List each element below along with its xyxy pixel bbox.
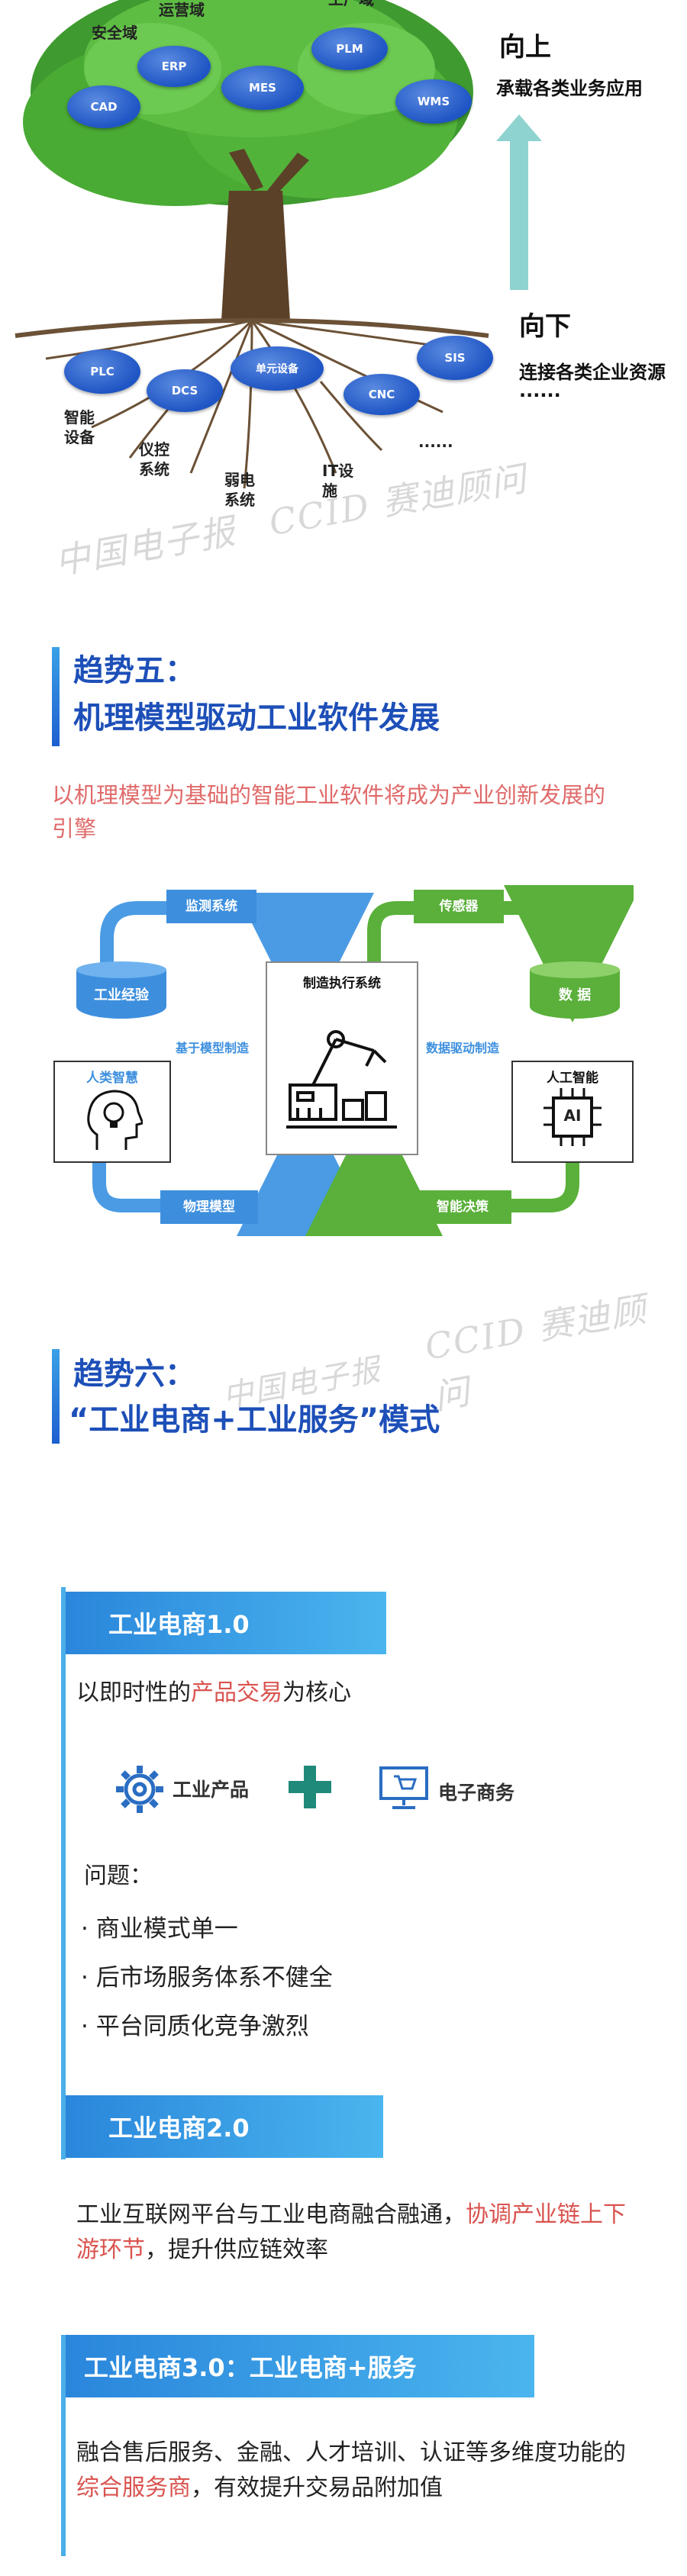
trend6-label: 趋势六：	[73, 1357, 195, 1392]
root-label-low-voltage: 弱电系统	[224, 471, 255, 509]
data-driven-label: 数据驱动制造	[426, 1041, 500, 1055]
node-cad: CAD	[67, 85, 140, 128]
plus-icon	[289, 1766, 331, 1808]
human-wisdom-label: 人类智慧	[86, 1071, 138, 1086]
node-dcs: DCS	[147, 369, 223, 412]
node-sis: SIS	[417, 336, 493, 380]
ec1-desc: 以即时性的产品交易为核心	[76, 1679, 351, 1706]
ec3-tag: 工业电商3.0：工业电商+服务	[66, 2335, 534, 2397]
ai-box: 人工智能 AI	[511, 1061, 634, 1163]
ec-vertical-rule-2	[61, 2335, 66, 2556]
down-more: ......	[519, 380, 561, 401]
down-desc: 连接各类企业资源	[519, 362, 666, 383]
problem-item: · 后市场服务体系不健全	[81, 1964, 333, 1992]
trend5-subtitle: 以机理模型为基础的智能工业软件将成为产业创新发展的引擎	[52, 782, 606, 842]
smart-decision-label: 智能决策	[414, 1190, 511, 1224]
model-based-label: 基于模型制造	[176, 1041, 250, 1055]
root-label-more: ......	[418, 433, 453, 451]
ec3-desc: 融合售后服务、金融、人才培训、认证等多维度功能的综合服务商，有效提升交易品附加值	[76, 2439, 626, 2501]
ec-vertical-rule	[61, 1587, 66, 2159]
root-label-instrument-control: 仪控系统	[139, 440, 169, 478]
gear-icon	[116, 1766, 163, 1813]
trend5-accent-bar	[52, 647, 60, 746]
ai-chip-icon	[543, 1088, 602, 1146]
ecommerce-monitor-icon	[379, 1766, 428, 1809]
up-desc: 承载各类业务应用	[496, 78, 643, 99]
ec1-tag: 工业电商1.0	[66, 1592, 386, 1654]
node-plm: PLM	[311, 27, 388, 70]
problems-title: 问题：	[84, 1863, 153, 1889]
node-unit-device: 单元设备	[231, 346, 324, 391]
human-wisdom-box: 人类智慧	[53, 1061, 171, 1163]
monitor-system-label: 监测系统	[166, 890, 256, 923]
domain-label-security: 安全域	[92, 24, 137, 42]
down-title: 向下	[519, 311, 571, 342]
node-mes: MES	[221, 66, 304, 110]
root-label-it-facility: IT设施	[322, 462, 354, 500]
industrial-product-label: 工业产品	[173, 1779, 250, 1801]
trend6-accent-bar	[52, 1349, 60, 1444]
head-bulb-icon	[87, 1090, 143, 1150]
ec2-tag: 工业电商2.0	[66, 2095, 383, 2158]
domain-label-operations: 运营域	[159, 1, 205, 19]
problem-item: · 商业模式单一	[81, 1915, 238, 1943]
data-cylinder: 数 据	[530, 961, 620, 1027]
ec2-desc: 工业互联网平台与工业电商融合融通，协调产业链上下游环节，提升供应链效率	[76, 2201, 626, 2263]
robot-arm-icon	[286, 1030, 397, 1129]
ecommerce-label: 电子商务	[438, 1782, 515, 1804]
mes-center-box: 制造执行系统	[266, 961, 418, 1155]
node-plc: PLC	[64, 349, 140, 394]
physical-model-label: 物理模型	[160, 1190, 258, 1224]
mes-center-label: 制造执行系统	[303, 976, 381, 991]
ai-box-label: 人工智能	[547, 1071, 598, 1086]
node-erp: ERP	[137, 46, 211, 87]
manufacturing-cycle-diagram: 监测系统 工业经验 基于模型制造 人类智慧 物理模型 制造执行系统	[53, 885, 634, 1236]
root-label-smart-devices: 智能设备	[64, 408, 95, 446]
node-wms: WMS	[395, 79, 472, 124]
up-title: 向上	[499, 32, 551, 63]
trend6-title: “工业电商+工业服务”模式	[69, 1402, 440, 1438]
trend5-label: 趋势五：	[73, 653, 195, 688]
tree-illustration: 安全域 运营域 工厂域 CAD ERP MES PLM WMS PLC DCS …	[0, 0, 687, 582]
ai-chip-text: AI	[563, 1106, 582, 1125]
node-cnc: CNC	[344, 374, 420, 415]
trend5-title: 机理模型驱动工业软件发展	[73, 700, 440, 736]
industrial-experience-cylinder: 工业经验	[76, 961, 166, 1027]
domain-label-factory: 工厂域	[328, 0, 374, 9]
sensor-label: 传感器	[414, 890, 504, 923]
problem-item: · 平台同质化竞争激烈	[81, 2013, 309, 2040]
watermark-ccid-2: CCID 赛迪顾问	[421, 1288, 650, 1418]
